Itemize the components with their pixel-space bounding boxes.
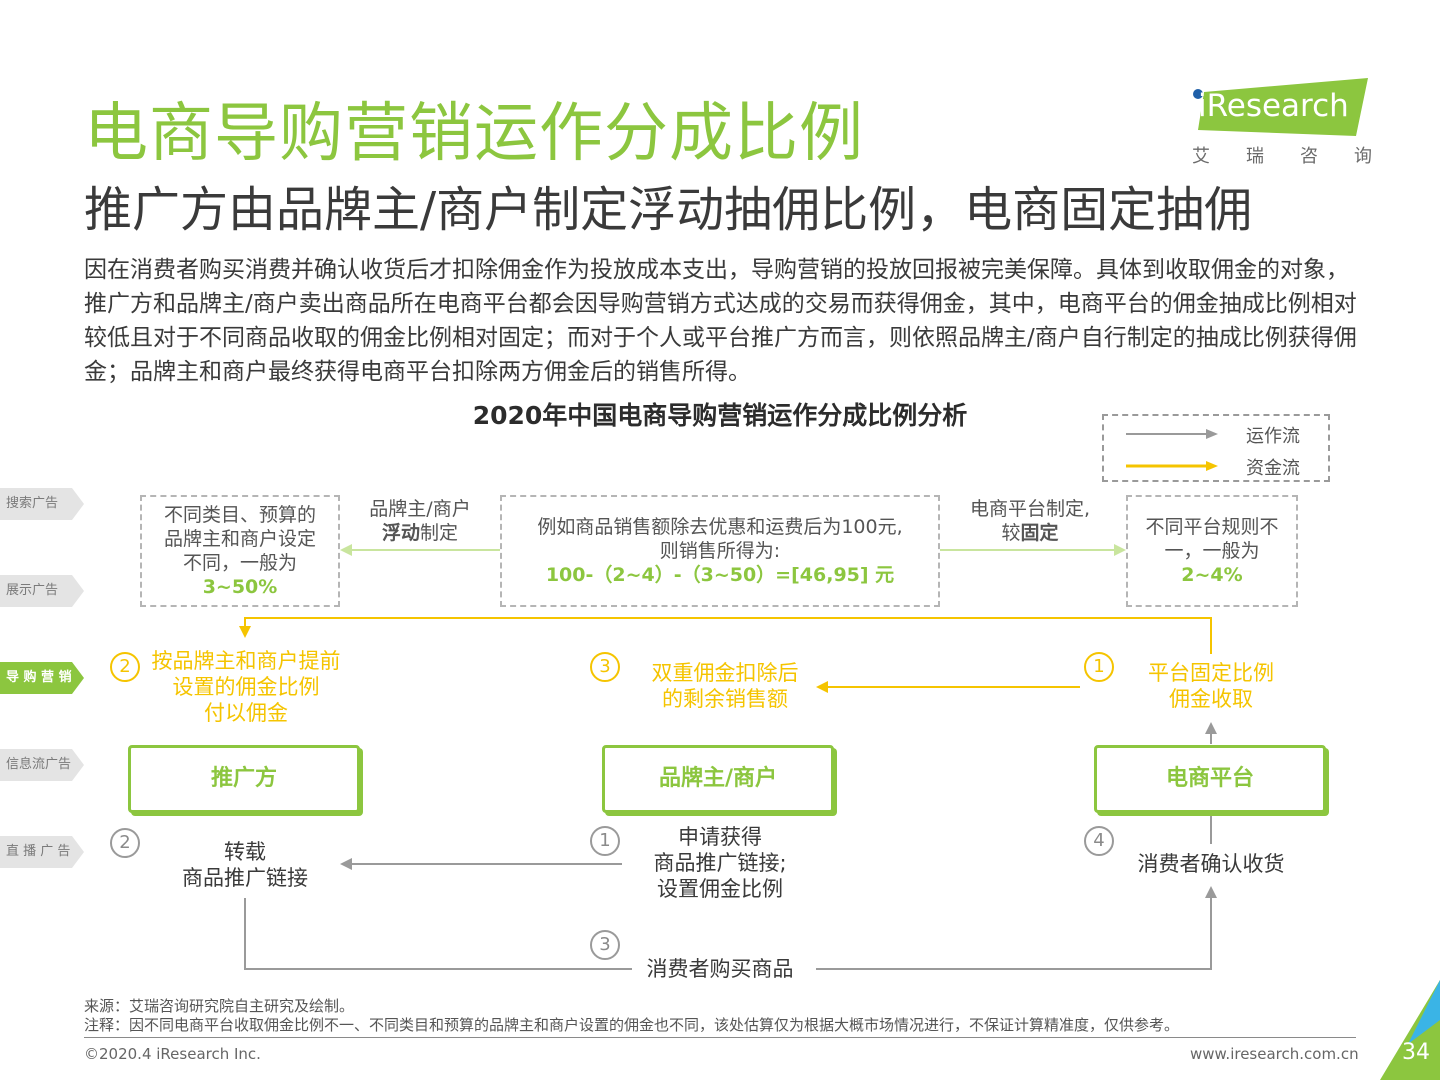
legend-arrows — [1126, 429, 1218, 471]
side-tab-livestream-ads[interactable]: 直 播 广 告 — [0, 836, 84, 868]
money-step-remaining-sales: 双重佣金扣除后 的剩余销售额 — [630, 660, 820, 712]
page-title: 电商导购营销运作分成比例 — [84, 97, 864, 171]
corner-decoration — [1380, 980, 1440, 1080]
side-tab-feed-ads[interactable]: 信息流广告 — [0, 749, 84, 781]
step-text: 付以佣金 — [204, 701, 288, 725]
operation-step-repost-link: 转载 商品推广链接 — [160, 839, 330, 891]
promoter-commission-box: 不同类目、预算的 品牌主和商户设定 不同，一般为 3~50% — [140, 495, 340, 607]
operation-step-number: 4 — [1084, 826, 1114, 856]
promoter-commission-rate: 3~50% — [202, 576, 278, 598]
step-text: 申请获得 — [678, 825, 762, 849]
note-bold: 浮动 — [381, 522, 420, 544]
operation-step-number: 1 — [590, 826, 620, 856]
step-text: 商品推广链接; — [653, 851, 787, 875]
operation-step-consumer-purchase: 消费者购买商品 — [636, 956, 804, 982]
source-note: 来源：艾瑞咨询研究院自主研究及绘制。 — [84, 997, 355, 1015]
note-rest: 较 — [1001, 522, 1021, 544]
box-text: 不同，一般为 — [182, 552, 297, 574]
legend-operation-flow: 运作流 — [1246, 426, 1300, 447]
box-text: 品牌主和商户设定 — [163, 528, 316, 550]
note-text: 电商平台制定, — [969, 498, 1091, 520]
page-number: 34 — [1402, 1040, 1430, 1065]
operation-step-number: 3 — [590, 930, 620, 960]
step-text: 设置的佣金比例 — [172, 675, 320, 699]
box-text: 不同平台规则不 — [1145, 516, 1279, 538]
footer-divider — [84, 1037, 1356, 1038]
box-text: 例如商品销售额除去优惠和运费后为100元, — [537, 516, 903, 538]
logo-cn-char: 艾 — [1192, 146, 1210, 167]
entity-brand-merchant: 品牌主/商户 — [602, 745, 834, 813]
step-text: 转载 — [224, 840, 266, 864]
logo-cn-char: 瑞 — [1246, 146, 1264, 167]
platform-commission-rate: 2~4% — [1181, 564, 1243, 586]
side-tab-display-ads[interactable]: 展示广告 — [0, 575, 84, 607]
diagram-legend: 运作流 资金流 — [1102, 414, 1330, 482]
note-text: 较固定 — [960, 521, 1100, 545]
operation-step-get-link: 申请获得 商品推广链接; 设置佣金比例 — [632, 824, 808, 902]
money-step-number: 1 — [1084, 652, 1114, 682]
sales-formula: 100-（2~4）-（3~50）=[46,95] 元 — [545, 564, 895, 586]
step-text: 消费者购买商品 — [646, 957, 794, 981]
money-step-platform-fee: 平台固定比例 佣金收取 — [1130, 660, 1292, 712]
note-text: 品牌主/商户 — [369, 498, 471, 520]
sales-calculation-box: 例如商品销售额除去优惠和运费后为100元, 则销售所得为: 100-（2~4）-… — [500, 495, 940, 607]
legend-money-flow: 资金流 — [1246, 458, 1300, 479]
logo-cn-name: 艾 瑞 咨 询 — [1192, 142, 1372, 168]
side-tab-search-ads[interactable]: 搜索广告 — [0, 488, 84, 520]
logo-cn-char: 询 — [1354, 146, 1372, 167]
box-text: 则销售所得为: — [659, 540, 781, 562]
copyright: ©2020.4 iResearch Inc. — [84, 1045, 261, 1063]
box-text: 一，一般为 — [1164, 540, 1260, 562]
operation-step-number: 2 — [110, 828, 140, 858]
operation-step-confirm-receipt: 消费者确认收货 — [1126, 851, 1296, 877]
money-step-number: 3 — [590, 652, 620, 682]
money-step-pay-promoter: 按品牌主和商户提前 设置的佣金比例 付以佣金 — [140, 648, 352, 726]
entity-ecommerce-platform: 电商平台 — [1094, 745, 1326, 813]
note-bold: 固定 — [1020, 522, 1059, 544]
logo-wordmark: iResearch — [1198, 88, 1349, 124]
diagram-title: 2020年中国电商导购营销运作分成比例分析 — [472, 401, 968, 430]
brand-rate-note: 品牌主/商户 浮动制定 — [360, 497, 480, 545]
step-text: 平台固定比例 — [1148, 661, 1274, 685]
money-step-number: 2 — [110, 652, 140, 682]
step-text: 设置佣金比例 — [657, 877, 783, 901]
page-subtitle: 推广方由品牌主/商户制定浮动抽佣比例，电商固定抽佣 — [84, 182, 1253, 238]
platform-commission-box: 不同平台规则不 一，一般为 2~4% — [1126, 495, 1298, 607]
box-text: 不同类目、预算的 — [163, 504, 316, 526]
intro-paragraph: 因在消费者购买消费并确认收货后才扣除佣金作为投放成本支出，导购营销的投放回报被完… — [84, 257, 1357, 385]
iresearch-logo — [1193, 78, 1368, 136]
note-text: 浮动制定 — [360, 521, 480, 545]
disclaimer-note: 注释：因不同电商平台收取佣金比例不一、不同类目和预算的品牌主和商户设置的佣金也不… — [84, 1016, 1180, 1034]
platform-rate-note: 电商平台制定, 较固定 — [960, 497, 1100, 545]
step-text: 按品牌主和商户提前 — [151, 649, 341, 673]
step-text: 消费者确认收货 — [1137, 852, 1285, 876]
logo-cn-char: 咨 — [1300, 146, 1318, 167]
step-text: 的剩余销售额 — [662, 687, 788, 711]
note-rest: 制定 — [420, 522, 459, 544]
side-tab-shopping-guide-marketing[interactable]: 导 购 营 销 — [0, 662, 84, 694]
entity-promoter: 推广方 — [128, 745, 360, 813]
step-text: 双重佣金扣除后 — [651, 661, 799, 685]
website-link[interactable]: www.iresearch.com.cn — [1190, 1045, 1359, 1063]
step-text: 佣金收取 — [1169, 687, 1253, 711]
step-text: 商品推广链接 — [182, 866, 308, 890]
